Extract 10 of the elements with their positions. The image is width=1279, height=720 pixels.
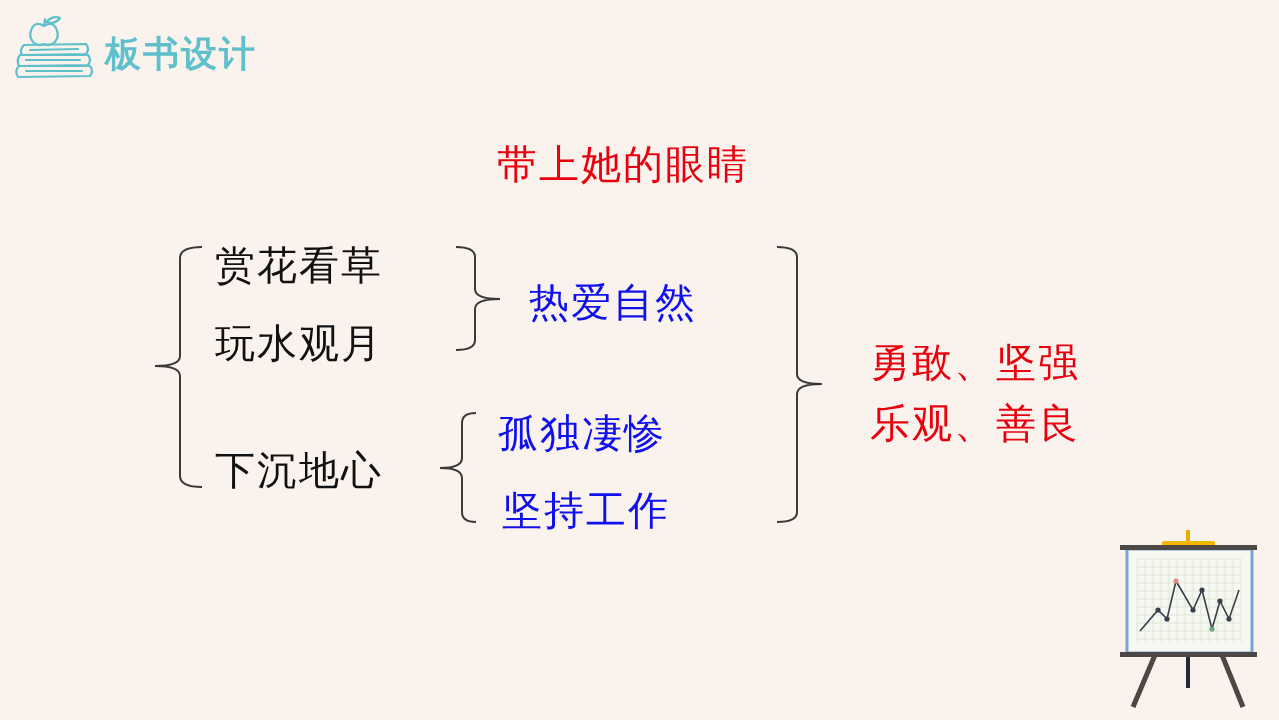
phrase-label: 勇敢、坚强	[870, 342, 1080, 382]
phrase-label: 热爱自然	[529, 282, 697, 322]
page-heading: 板书设计	[105, 36, 257, 72]
phrase-label: 玩水观月	[215, 323, 383, 363]
phrase-label: 赏花看草	[215, 245, 383, 285]
phrase-label: 乐观、善良	[870, 403, 1080, 443]
lesson-title: 带上她的眼睛	[497, 144, 749, 184]
phrase-label: 下沉地心	[215, 450, 383, 490]
phrase-label: 孤独凄惨	[498, 413, 666, 453]
phrase-label: 坚持工作	[502, 490, 670, 530]
